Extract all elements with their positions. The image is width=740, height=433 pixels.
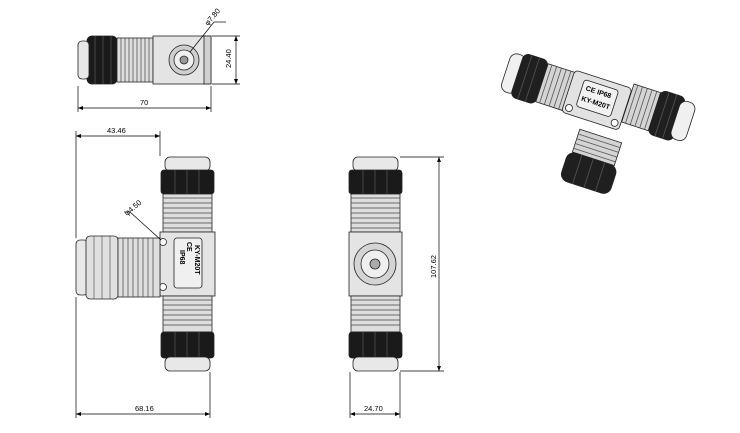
- dim-front-width: 68.16: [135, 404, 154, 413]
- dim-top-height: 24.40: [224, 49, 233, 68]
- product-3d-render: CE IP68 KY-M20T: [501, 53, 696, 194]
- dim-side-width: 24.70: [364, 404, 383, 413]
- front-ce-mark: CE: [185, 242, 192, 252]
- render-ce-mark: CE: [585, 85, 597, 95]
- top-view: 70 24.40 φ7.80: [77, 7, 240, 112]
- front-model-mark: KY-M20T: [193, 245, 200, 275]
- dim-top-width: 70: [140, 98, 148, 107]
- dim-side-height: 107.62: [429, 255, 438, 278]
- render-ip-mark: IP68: [596, 89, 612, 100]
- front-view: CE IP68 KY-M20T: [75, 126, 216, 418]
- front-ip-mark: IP68: [178, 250, 185, 265]
- side-view: 107.62 24.70: [348, 156, 444, 418]
- dim-front-left-offset: 43.46: [107, 126, 126, 135]
